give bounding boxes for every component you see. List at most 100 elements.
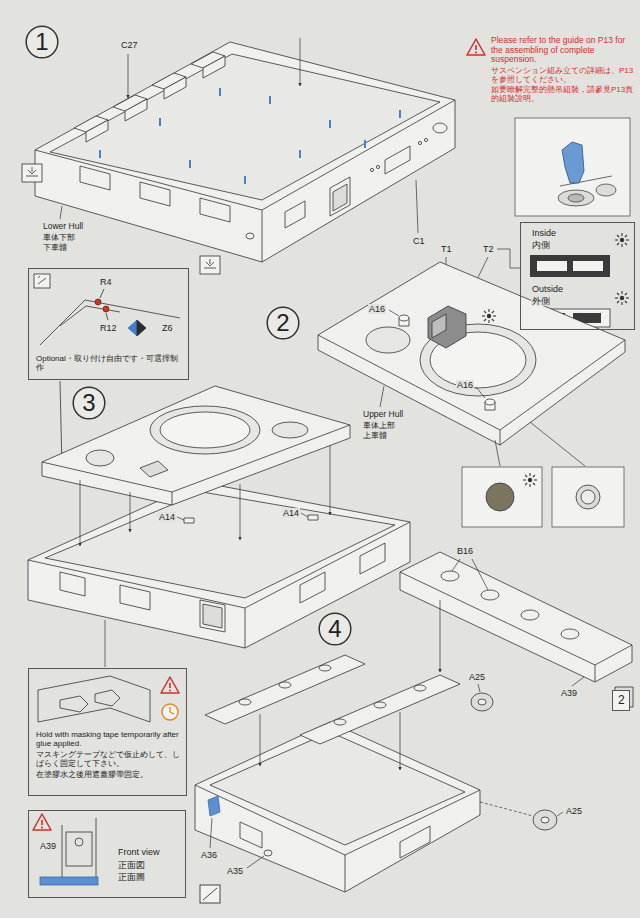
lower-hull-drawing (330, 177, 350, 216)
inset-caption: Front view (117, 847, 161, 857)
inset-caption: 内側 (531, 240, 551, 250)
caution-triangle (467, 39, 485, 55)
lower-hull-drawing (262, 210, 263, 262)
lower-hull-drawing (333, 184, 347, 211)
glue-mark (99, 150, 101, 158)
chassis-drawing (279, 682, 291, 688)
chassis-drawing (195, 722, 480, 892)
inset-box: Hold with masking tape temporarily after… (28, 668, 187, 796)
optional-inset-drawing (137, 320, 146, 336)
assembly-name: 車体上部 (362, 422, 396, 431)
leader-line (177, 517, 184, 520)
inset-caption: Outside (531, 284, 564, 294)
flip-icon (22, 164, 220, 274)
lower-hull-drawing (200, 198, 230, 222)
chassis-drawing (319, 665, 331, 671)
tape-inset-drawing (38, 676, 178, 722)
assembled-hull-drawing (140, 461, 168, 477)
part-number: Z6 (161, 323, 174, 333)
glue-sunburst (482, 309, 496, 323)
suspension-inset (562, 142, 584, 183)
flip-icon (26, 167, 38, 176)
part-number: T1 (440, 244, 453, 254)
chassis-drawing (239, 699, 251, 705)
assembled-hull-drawing (360, 543, 385, 574)
lower-hull-drawing (370, 168, 373, 171)
step-number: 4 (318, 612, 352, 646)
inset-box: A39Front view正面図正面圖 (28, 810, 186, 898)
assembled-hull-drawing (245, 608, 246, 648)
optional-inset-drawing (38, 276, 46, 284)
lower-hull-drawing (246, 233, 254, 239)
upper-hull-drawing (485, 399, 495, 405)
optional-inset-drawing (95, 299, 101, 305)
part-number: B16 (456, 546, 474, 556)
optional-inset-drawing (34, 274, 50, 288)
leader-line (130, 492, 131, 532)
insert-pattern (573, 261, 603, 271)
leader-line (300, 38, 301, 86)
leader-line (210, 559, 584, 868)
assembled-hull-drawing (160, 412, 250, 448)
assembled-hull-drawing (28, 386, 410, 648)
insert-pattern (537, 261, 567, 271)
assembly-name: Lower Hull (42, 222, 84, 232)
glue-mark (399, 110, 401, 118)
glue-sunburst (523, 473, 537, 487)
inset-caption: Inside (531, 228, 557, 238)
caution-triangle (33, 814, 51, 830)
part-number: R12 (99, 323, 118, 333)
inset-note: マスキングテープなどで仮止めして、しばらく固定して下さい。 (35, 751, 183, 769)
no-glue-icon (203, 888, 217, 900)
glue-sunburst (615, 291, 629, 305)
part-number: A25 (468, 672, 486, 682)
step-circle-outline (73, 387, 105, 419)
detail-inset (462, 467, 624, 527)
front-view-drawing (75, 838, 83, 846)
leader-line (380, 310, 585, 466)
part-number: A39 (560, 688, 578, 698)
upper-hull-drawing (318, 262, 625, 445)
suspension-inset (558, 190, 594, 206)
chassis-drawing (541, 817, 549, 823)
step-number-text: 2 (275, 311, 290, 335)
leader-line (452, 559, 460, 571)
leader-line (530, 422, 585, 466)
assembled-hull-drawing (200, 600, 225, 632)
inset-note: Optional・取り付け自由です・可選擇制作 (35, 355, 185, 373)
suspension-inset (515, 118, 630, 216)
warning-note: 如要瞭解完整的懸吊組裝，請參見P13頁的組裝說明。 (490, 86, 637, 104)
flip-icon (204, 259, 216, 268)
lower-hull-drawing (50, 54, 440, 200)
leader-line (480, 802, 533, 816)
inset-box: R4R12Z6Optional・取り付け自由です・可選擇制作 (28, 268, 189, 380)
lower-hull-drawing (35, 100, 455, 210)
chassis-drawing (478, 699, 486, 705)
tape-inset-drawing (38, 690, 150, 722)
step-number: 2 (266, 306, 300, 340)
part-number: A35 (226, 866, 244, 876)
leader-line (472, 559, 488, 590)
part-number: A16 (368, 304, 386, 314)
assembly-name: 下車體 (42, 244, 68, 253)
detail-inset (552, 467, 624, 527)
inset-note: Hold with masking tape temporarily after… (35, 731, 183, 749)
assembled-hull-drawing (28, 482, 410, 648)
warning-note: Please refer to the guide on P13 for the… (490, 36, 637, 65)
chassis-drawing (300, 675, 460, 744)
leader-line (210, 818, 212, 848)
lower-hull-drawing (203, 56, 225, 78)
lower-hull-drawing (80, 166, 110, 190)
assembled-hull-drawing (300, 572, 325, 603)
leader-line (495, 440, 500, 466)
chassis-drawing (533, 810, 557, 830)
assembled-hull-drawing (45, 492, 395, 598)
lower-hull-drawing (35, 42, 455, 262)
quantity-number: 2 (617, 694, 626, 707)
chassis-drawing (195, 785, 480, 855)
chassis-drawing (195, 552, 633, 892)
leader-line (128, 54, 129, 98)
assembled-hull-drawing (120, 585, 150, 610)
